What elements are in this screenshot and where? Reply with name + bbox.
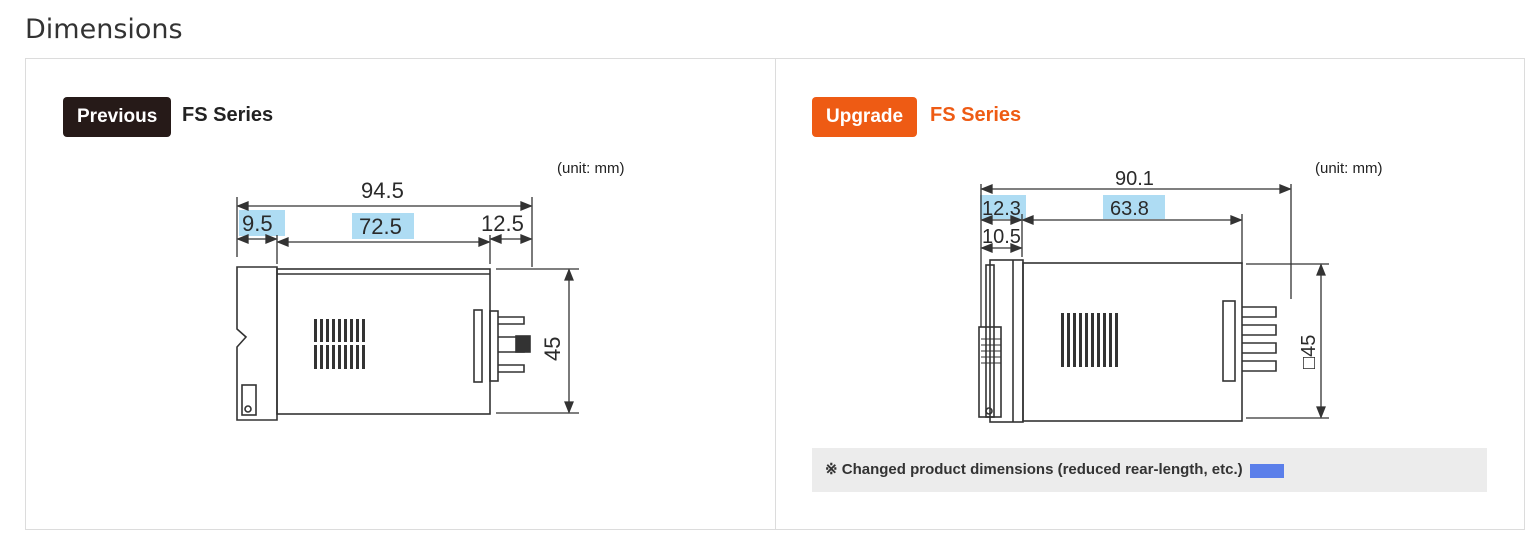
upgrade-front-ribs: [981, 338, 1001, 364]
previous-vents: [312, 319, 367, 369]
upgrade-vents: [1061, 313, 1118, 367]
previous-unit-label: (unit: mm): [557, 160, 625, 177]
dim-total: 90.1: [1115, 168, 1154, 190]
dim-body: 63.8: [1110, 198, 1149, 220]
dim-front: 9.5: [242, 211, 273, 236]
previous-dimension-drawing: 94.5 9.5 72.5 12.5 45: [236, 178, 579, 421]
dimension-lines: [236, 201, 574, 414]
change-note-text: ※ Changed product dimensions (reduced re…: [825, 461, 1243, 478]
previous-series-label: FS Series: [182, 104, 274, 126]
dimension-lines: [980, 184, 1326, 419]
panel-divider: [775, 59, 776, 529]
dim-total: 94.5: [361, 178, 404, 203]
dim-height: □45: [1298, 335, 1320, 369]
dim-front-inner: 10.5: [982, 226, 1021, 248]
previous-panel: Previous FS Series (unit: mm): [26, 59, 775, 529]
highlight-body: [1103, 195, 1165, 219]
dim-front: 12.3: [982, 198, 1021, 220]
dim-rear: 12.5: [481, 211, 524, 236]
highlight-body: [352, 213, 414, 239]
highlight-front: [239, 210, 285, 236]
upgrade-dimension-drawing: 90.1 12.3 63.8 10.5 □45: [978, 168, 1329, 423]
upgrade-unit-label: (unit: mm): [1315, 160, 1383, 177]
highlight-front: [980, 195, 1026, 219]
dim-body: 72.5: [359, 214, 402, 239]
upgrade-panel: Upgrade FS Series (unit: mm): [776, 59, 1525, 529]
highlight-legend-swatch: [1250, 464, 1284, 478]
section-title: Dimensions: [25, 14, 183, 45]
change-note: ※ Changed product dimensions (reduced re…: [812, 448, 1487, 492]
dim-height: 45: [540, 337, 565, 361]
previous-badge: Previous: [63, 97, 172, 137]
extension-lines: [236, 197, 579, 414]
upgrade-series-label: FS Series: [930, 104, 1022, 126]
dimensions-frame: Previous FS Series (unit: mm): [25, 58, 1525, 530]
upgrade-badge: Upgrade: [812, 97, 918, 137]
extension-lines: [980, 184, 1329, 419]
previous-product-outline: [236, 266, 531, 421]
upgrade-product-outline: [978, 259, 1277, 423]
